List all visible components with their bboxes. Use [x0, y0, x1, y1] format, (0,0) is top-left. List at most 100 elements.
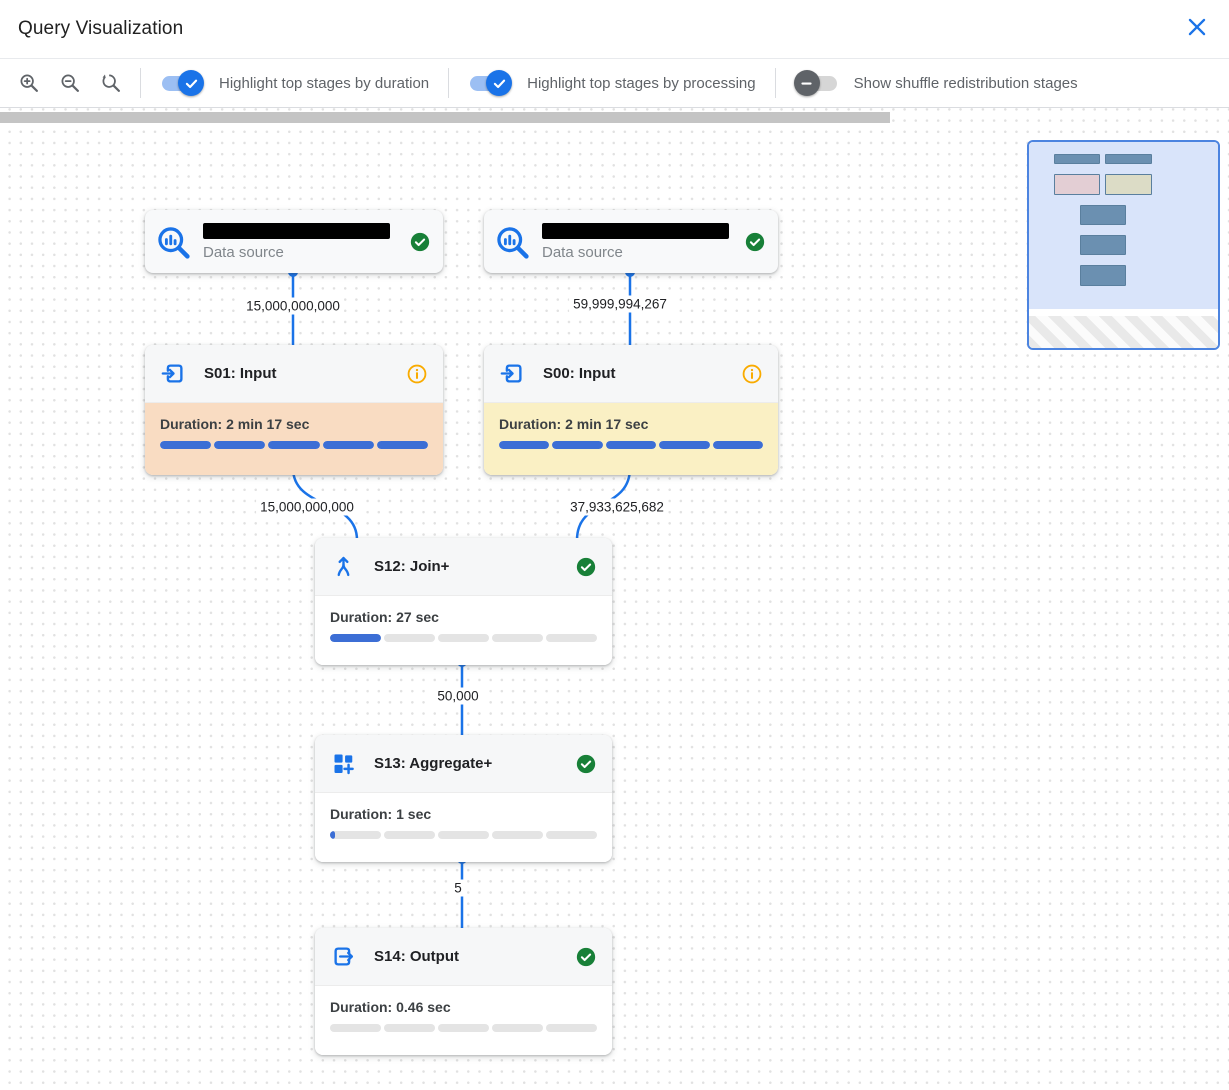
progress-segment — [659, 441, 710, 449]
info-icon — [741, 363, 763, 385]
progress-segment — [492, 831, 543, 839]
progress-segment — [160, 441, 212, 449]
edge-row-count-label: 15,000,000,000 — [242, 297, 344, 315]
join-icon — [330, 553, 357, 580]
stage-progress-bar — [499, 441, 764, 449]
minimap-node — [1105, 154, 1152, 164]
progress-segment — [384, 831, 435, 839]
stage-node-s01[interactable]: S01: Input Duration: 2 min 17 sec — [145, 345, 443, 475]
datasource-node-ds1[interactable]: Data source — [145, 210, 443, 273]
minimap-duration-highlight — [1054, 174, 1100, 195]
toggle-knob — [793, 70, 820, 96]
stage-header[interactable]: S12: Join+ — [315, 538, 612, 596]
progress-segment — [384, 634, 435, 642]
progress-fill — [268, 441, 320, 449]
stage-header[interactable]: S00: Input — [484, 345, 778, 403]
progress-fill — [330, 634, 381, 642]
stage-duration-label: Duration: 1 sec — [330, 806, 432, 822]
success-icon — [744, 231, 766, 253]
stage-progress-bar — [160, 441, 429, 449]
progress-fill — [322, 441, 374, 449]
stage-status — [575, 946, 597, 968]
input-icon — [499, 360, 526, 387]
progress-segment — [492, 634, 543, 642]
toggle-label: Highlight top stages by processing — [527, 74, 756, 92]
close-button[interactable] — [1183, 15, 1211, 43]
edge-row-count-label: 5 — [450, 879, 466, 897]
stage-duration-label: Duration: 0.46 sec — [330, 999, 451, 1015]
progress-fill — [160, 441, 212, 449]
datasource-node-ds2[interactable]: Data source — [484, 210, 778, 273]
toolbar-divider — [140, 68, 141, 98]
progress-segment — [438, 634, 489, 642]
progress-segment — [384, 1024, 435, 1032]
duration-toggle-switch[interactable] — [160, 70, 204, 96]
minimap-node — [1080, 265, 1126, 286]
stage-status[interactable] — [741, 363, 763, 385]
toolbar-divider — [448, 68, 450, 98]
processing-toggle-switch[interactable] — [468, 70, 513, 96]
stage-node-s13[interactable]: S13: Aggregate+ Duration: 1 sec — [315, 735, 612, 862]
progress-segment — [492, 1024, 543, 1032]
progress-segment — [712, 441, 764, 449]
stage-header[interactable]: S01: Input — [145, 345, 443, 403]
graph-canvas[interactable]: Data source Data source S01: Input Durat… — [0, 108, 1229, 1090]
progress-fill — [659, 441, 710, 449]
success-icon — [575, 556, 597, 578]
datasource-status — [409, 231, 431, 253]
dialog-title: Query Visualization — [18, 18, 184, 39]
stage-node-s14[interactable]: S14: Output Duration: 0.46 sec — [315, 928, 612, 1055]
minimap[interactable] — [1027, 140, 1220, 350]
toggle-show-shuffle: Show shuffle redistribution stages — [776, 70, 1097, 96]
success-icon — [409, 231, 431, 253]
toggle-knob — [486, 70, 513, 96]
zoom-in-icon[interactable] — [18, 72, 40, 94]
stage-title: S00: Input — [543, 365, 616, 382]
stage-duration-label: Duration: 2 min 17 sec — [499, 416, 649, 432]
zoom-controls — [18, 72, 122, 94]
toolbar-divider — [774, 68, 776, 98]
zoom-reset-icon[interactable] — [100, 72, 122, 94]
progress-segment — [546, 831, 597, 839]
stage-node-s00[interactable]: S00: Input Duration: 2 min 17 sec — [484, 345, 778, 475]
datasource-text: Data source — [542, 222, 729, 261]
toggle-label: Highlight top stages by duration — [219, 74, 430, 92]
stage-node-s12[interactable]: S12: Join+ Duration: 27 sec — [315, 538, 612, 665]
minimap-node — [1080, 235, 1126, 255]
stage-duration-panel: Duration: 2 min 17 sec — [484, 403, 778, 475]
toggle-highlight-duration: Highlight top stages by duration — [141, 70, 448, 96]
info-icon — [406, 363, 428, 385]
horizontal-scrollbar[interactable] — [0, 112, 890, 123]
stage-duration-panel: Duration: 1 sec — [315, 793, 612, 862]
progress-segment — [438, 1024, 489, 1032]
stage-duration-label: Duration: 2 min 17 sec — [160, 416, 310, 432]
bigquery-search-icon — [494, 224, 530, 260]
edge-row-count-label: 50,000 — [433, 687, 483, 705]
stage-header[interactable]: S14: Output — [315, 928, 612, 986]
redacted-table-name — [203, 222, 390, 239]
zoom-out-icon[interactable] — [59, 72, 81, 94]
progress-segment — [605, 441, 657, 449]
toggle-label: Show shuffle redistribution stages — [853, 74, 1078, 92]
minimap-node — [1054, 154, 1100, 164]
progress-fill — [330, 831, 336, 839]
progress-segment — [546, 1024, 597, 1032]
stage-status[interactable] — [406, 363, 428, 385]
toggle-highlight-processing: Highlight top stages by processing — [449, 70, 774, 96]
progress-fill — [214, 441, 266, 449]
progress-segment — [499, 441, 550, 449]
progress-segment — [438, 831, 489, 839]
minimap-out-of-bounds-stripes — [1029, 316, 1218, 348]
datasource-text: Data source — [203, 222, 390, 261]
input-icon — [160, 360, 187, 387]
redacted-table-name — [542, 222, 729, 239]
datasource-label: Data source — [203, 243, 284, 261]
progress-fill — [552, 441, 603, 449]
stage-header[interactable]: S13: Aggregate+ — [315, 735, 612, 793]
stage-progress-bar — [330, 1024, 597, 1032]
stage-title: S12: Join+ — [374, 558, 450, 575]
shuffle-toggle-switch[interactable] — [793, 70, 839, 96]
progress-segment — [330, 831, 381, 839]
edge-row-count-label: 59,999,994,267 — [569, 295, 671, 313]
